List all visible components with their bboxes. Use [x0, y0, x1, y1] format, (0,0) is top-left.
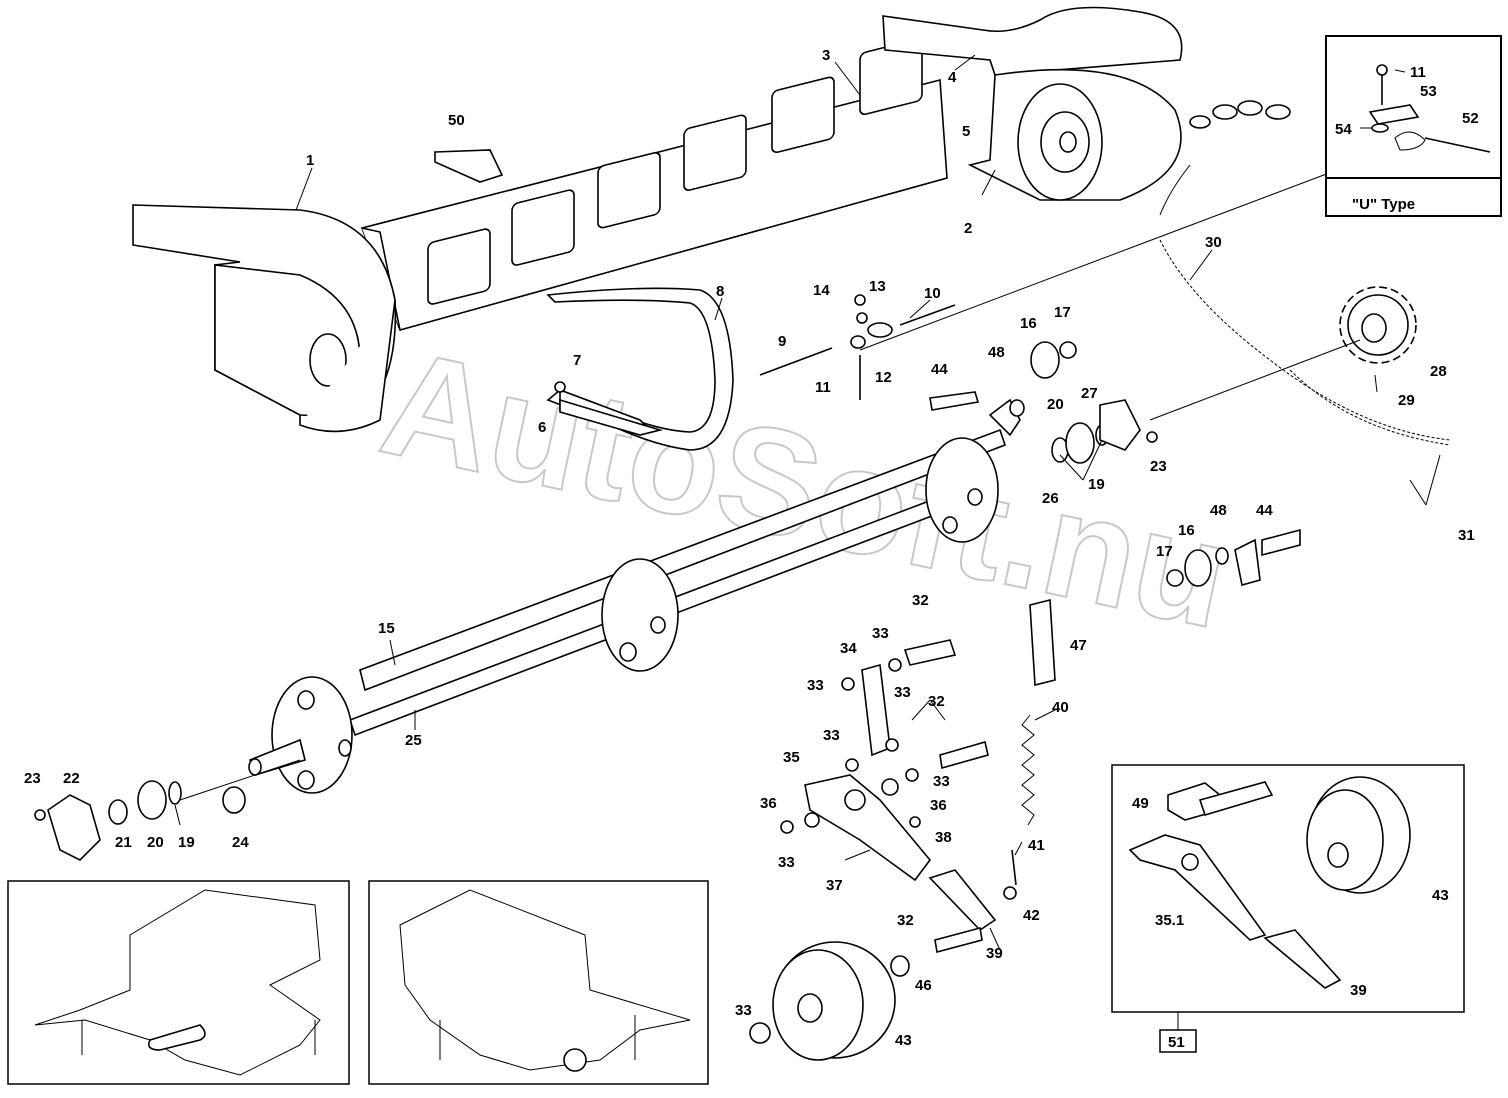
left-guide [132, 204, 397, 433]
label-21: 21 [115, 834, 132, 851]
label-17b: 17 [1156, 543, 1173, 560]
beam [360, 38, 948, 331]
small-skid [554, 381, 664, 436]
label-7: 7 [573, 352, 581, 369]
right-guide [882, 6, 1183, 201]
label-36a: 36 [760, 795, 777, 812]
reel-assembly [248, 428, 1007, 794]
label-43b: 43 [895, 1032, 912, 1049]
label-35: 35 [783, 749, 800, 766]
label-23b: 23 [1150, 458, 1167, 475]
label-12: 12 [875, 369, 892, 386]
label-8: 8 [716, 283, 724, 300]
label-1: 1 [306, 152, 314, 169]
label-33f: 33 [778, 854, 795, 871]
label-37: 37 [826, 877, 843, 894]
label-52: 52 [1462, 110, 1479, 127]
label-30: 30 [1205, 234, 1222, 251]
label-33b: 33 [807, 677, 824, 694]
label-3: 3 [822, 47, 830, 64]
inset-type-title: "U" Type [1352, 196, 1415, 213]
gauge-wheel [749, 941, 910, 1061]
kit-number: 51 [1168, 1034, 1185, 1051]
label-10: 10 [924, 285, 941, 302]
label-2: 2 [964, 220, 972, 237]
leader-lines [174, 54, 1441, 1030]
skid-plate [434, 149, 504, 183]
label-33g: 33 [735, 1002, 752, 1019]
right-bearing [988, 398, 1158, 464]
label-23a: 23 [24, 770, 41, 787]
label-48a: 48 [988, 344, 1005, 361]
label-16b: 16 [1178, 522, 1195, 539]
label-46: 46 [915, 977, 932, 994]
label-32a: 32 [912, 592, 929, 609]
label-49: 49 [1132, 795, 1149, 812]
label-24: 24 [232, 834, 249, 851]
label-9: 9 [778, 333, 786, 350]
label-33e: 33 [933, 773, 950, 790]
watermark: AutoSoft.nu [369, 317, 1243, 660]
label-27: 27 [1081, 385, 1098, 402]
label-48b: 48 [1210, 502, 1227, 519]
label-54: 54 [1335, 121, 1352, 138]
label-20b: 20 [147, 834, 164, 851]
label-32b: 32 [928, 693, 945, 710]
label-36b: 36 [930, 797, 947, 814]
inset-kit: 51 [1111, 764, 1465, 1053]
spring [1003, 598, 1056, 900]
label-14: 14 [813, 282, 830, 299]
label-19b: 19 [178, 834, 195, 851]
inset-u-type: "U" Type [1325, 35, 1502, 217]
callouts: 1 2 3 4 5 6 7 8 9 10 11 12 13 14 15 16 1… [24, 47, 1479, 1049]
idler-upper [929, 341, 1077, 411]
label-41: 41 [1028, 837, 1045, 854]
label-43a: 43 [1432, 887, 1449, 904]
label-42: 42 [1023, 907, 1040, 924]
label-16a: 16 [1020, 315, 1037, 332]
label-50: 50 [448, 112, 465, 129]
label-17a: 17 [1054, 304, 1071, 321]
label-6: 6 [538, 419, 546, 436]
label-11: 11 [815, 379, 831, 396]
label-26: 26 [1042, 490, 1059, 507]
label-15: 15 [378, 620, 395, 637]
label-25: 25 [405, 732, 422, 749]
label-44a: 44 [931, 361, 948, 378]
pin-parts [759, 294, 956, 400]
label-39b: 39 [1350, 982, 1367, 999]
view-panel-left [7, 880, 350, 1085]
label-34: 34 [840, 640, 857, 657]
chain [1159, 100, 1451, 446]
label-22: 22 [63, 770, 80, 787]
label-20a: 20 [1047, 396, 1064, 413]
view-panel-right [368, 880, 709, 1085]
label-29: 29 [1398, 392, 1415, 409]
label-33d: 33 [823, 727, 840, 744]
gauge-arm [780, 639, 997, 953]
label-32c: 32 [897, 912, 914, 929]
label-19a: 19 [1088, 476, 1105, 493]
left-bearing [34, 780, 246, 861]
label-31: 31 [1458, 527, 1475, 544]
label-4: 4 [948, 69, 957, 86]
label-44b: 44 [1256, 502, 1273, 519]
label-28: 28 [1430, 363, 1447, 380]
label-33a: 33 [872, 625, 889, 642]
label-53: 53 [1420, 83, 1437, 100]
label-13: 13 [869, 278, 886, 295]
label-38: 38 [935, 829, 952, 846]
label-33c: 33 [894, 684, 911, 701]
label-47: 47 [1070, 637, 1087, 654]
sprocket [1339, 286, 1417, 393]
label-39a: 39 [986, 945, 1003, 962]
label-5: 5 [962, 123, 970, 140]
label-40: 40 [1052, 699, 1069, 716]
idler-lower [1166, 528, 1301, 587]
label-11-inset: 11 [1410, 64, 1426, 81]
label-35-1: 35.1 [1155, 912, 1184, 929]
